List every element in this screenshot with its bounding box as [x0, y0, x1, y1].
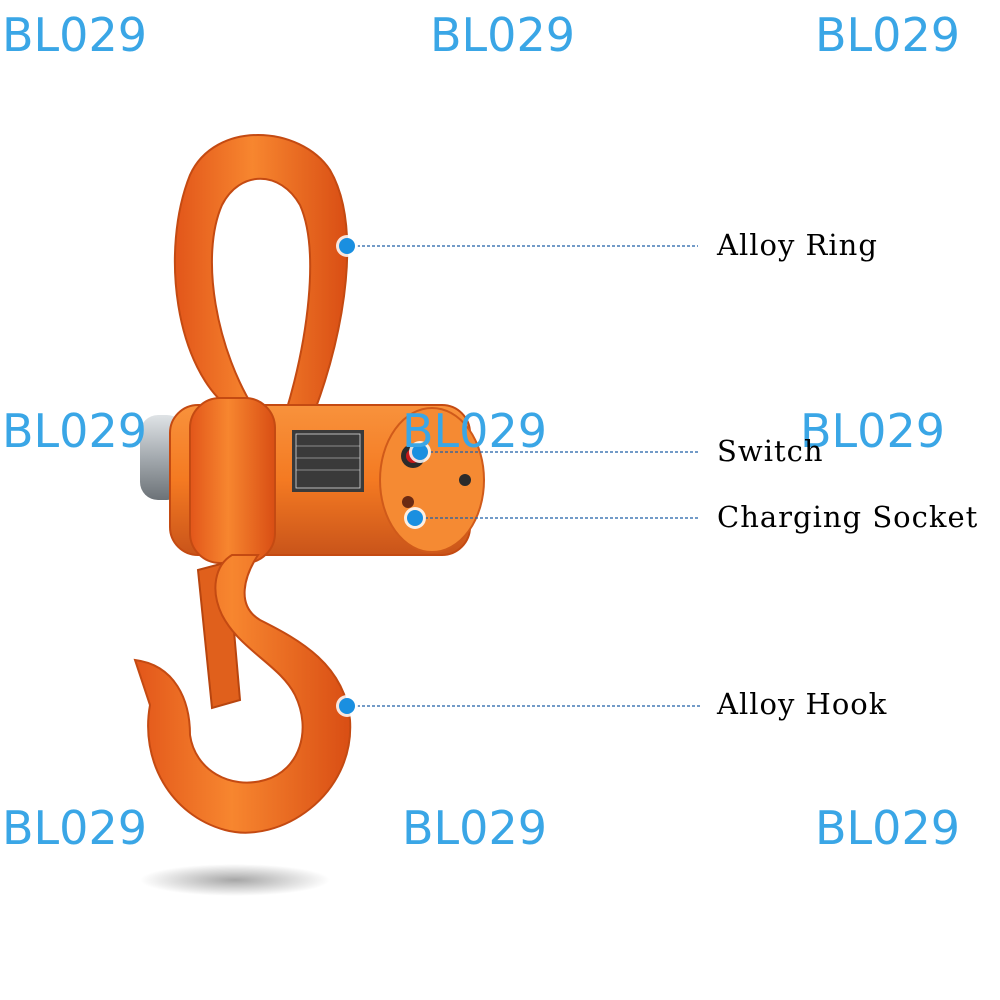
watermark: BL029	[402, 801, 547, 855]
crane-scale-hook-icon	[133, 554, 352, 834]
watermark: BL029	[430, 8, 575, 62]
watermark: BL029	[815, 8, 960, 62]
label-switch: Switch	[717, 434, 824, 468]
watermark: BL029	[800, 404, 945, 458]
watermark: BL029	[815, 801, 960, 855]
crane-scale-shackle-icon	[173, 134, 349, 417]
callout-dot-icon	[336, 235, 431, 717]
watermark: BL029	[402, 404, 547, 458]
label-alloy-ring: Alloy Ring	[717, 228, 878, 262]
watermark: BL029	[2, 8, 147, 62]
watermark: BL029	[2, 404, 147, 458]
watermark: BL029	[2, 801, 147, 855]
floor-shadow	[140, 864, 330, 896]
label-alloy-hook: Alloy Hook	[717, 687, 888, 721]
label-charging-socket: Charging Socket	[717, 500, 979, 534]
